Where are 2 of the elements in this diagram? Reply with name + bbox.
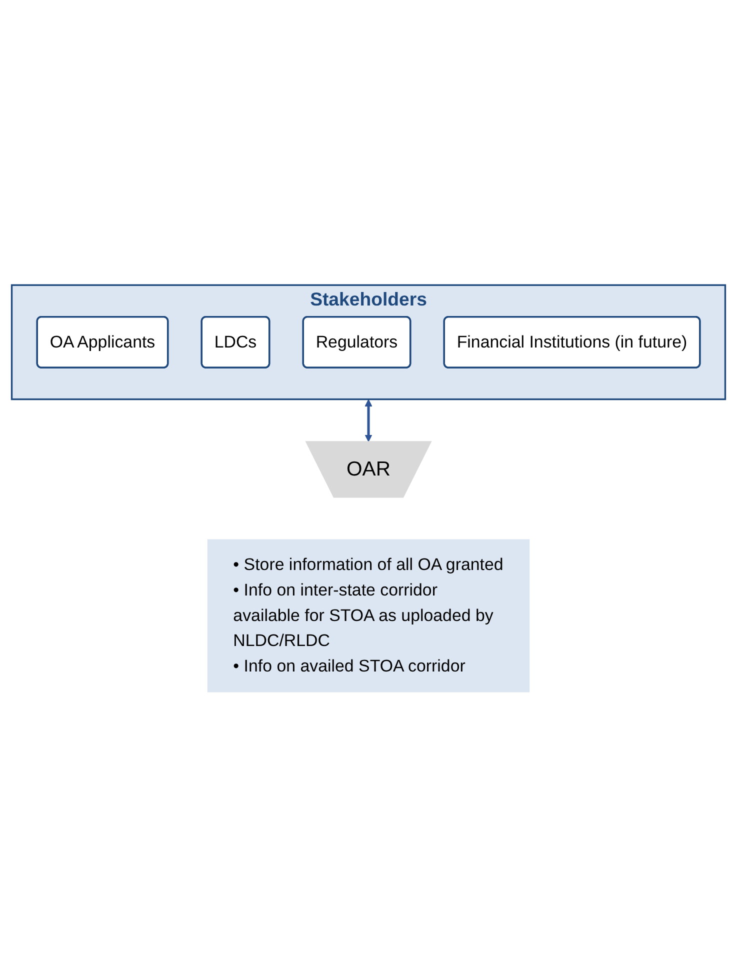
node-box: • Store information of all OA granted • Info on inter-state corridor available for STOA as uploaded by NLDC/RLDC • Info on availed STOA corridor [207,539,530,692]
arrow [364,399,372,442]
